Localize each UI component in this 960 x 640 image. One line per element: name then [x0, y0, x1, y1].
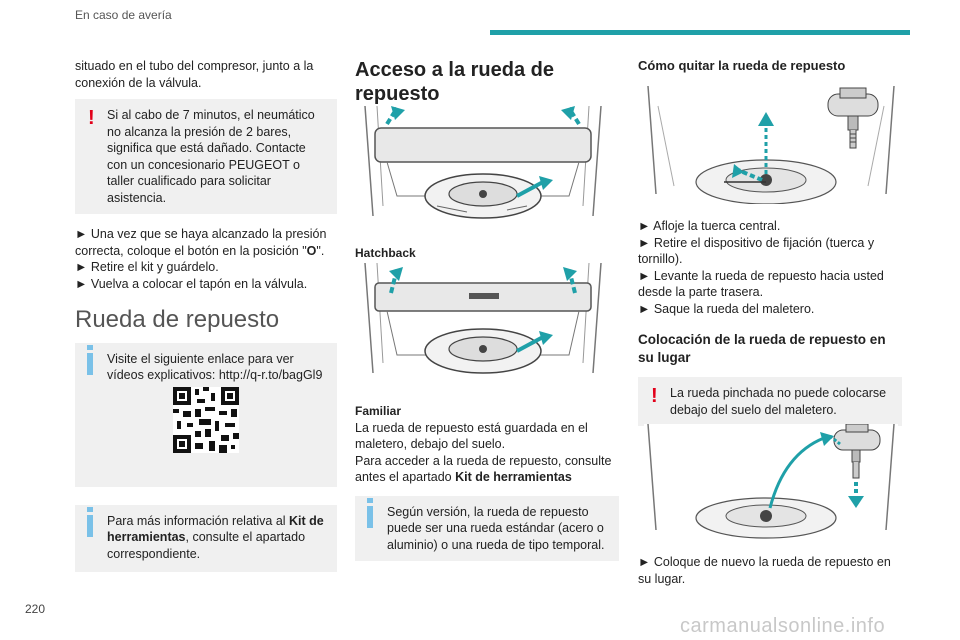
warning-box-placement: ! La rueda pinchada no puede colocarse d… — [638, 377, 902, 426]
step-position-text: ► Una vez que se haya alcanzado la presi… — [75, 227, 327, 258]
step-position-bold: O — [306, 243, 317, 258]
spare-wheel-place-illustration — [644, 424, 898, 540]
info-video-text: Visite el siguiente enlace para ver víde… — [107, 351, 323, 383]
section-title-spare-wheel: Rueda de repuesto — [75, 306, 280, 333]
column-2-lower: Familiar La rueda de repuesto está guard… — [355, 403, 619, 561]
info-icon — [87, 506, 93, 537]
warning-placement-text: La rueda pinchada no puede colocarse deb… — [670, 386, 887, 417]
trunk-illustration-familiar — [357, 263, 609, 385]
place-title: Colocación de la rueda de repuesto en su… — [638, 332, 886, 365]
step-position-end: ". — [316, 243, 325, 258]
remove-step-4: ► Saque la rueda del maletero. — [638, 301, 815, 316]
watermark: carmanualsonline.info — [680, 615, 886, 637]
intro-text: situado en el tubo del compresor, junto … — [75, 59, 314, 90]
info-tools-after: , consulte el apartado correspondiente. — [107, 530, 306, 561]
info-box-version: Según versión, la rueda de repuesto pued… — [355, 495, 619, 561]
remove-title: Cómo quitar la rueda de repuesto — [638, 58, 846, 73]
info-tools-before: Para más información relativa al — [107, 513, 290, 528]
familiar-text-2: Para acceder a la rueda de repuesto, con… — [355, 453, 619, 486]
caption-hatchback-wrap: Hatchback — [355, 245, 619, 262]
familiar-text: La rueda de repuesto está guardada en el… — [355, 420, 588, 452]
place-step-1: ► Coloque de nuevo la rueda de repuesto … — [638, 555, 891, 586]
info-version-text: Según versión, la rueda de repuesto pued… — [387, 504, 605, 552]
familiar-title: Familiar — [355, 404, 402, 418]
qr-code-icon — [173, 386, 239, 453]
remove-step-3: ► Levante la rueda de repuesto hacia ust… — [638, 268, 884, 300]
step-position: ► Una vez que se haya alcanzado la presi… — [75, 226, 337, 259]
spare-wheel-remove-illustration — [644, 86, 898, 204]
remove-step-1: ► Afloje la tuerca central. — [638, 219, 781, 233]
remove-step-2: ► Retire el dispositivo de fijación (tue… — [638, 235, 875, 267]
warning-icon: ! — [651, 385, 658, 407]
caption-hatchback: Hatchback — [355, 246, 416, 260]
info-tools-text: Para más información relativa al Kit de … — [107, 513, 327, 563]
page-number: 220 — [25, 602, 46, 616]
column-3-steps: ► Afloje la tuerca central. ► Retire el … — [638, 218, 902, 426]
step-remove-kit: ► Retire el kit y guárdelo. — [75, 260, 219, 274]
step-replace-cap: ► Vuelva a colocar el tapón en la válvul… — [75, 276, 308, 291]
warning-text: Si al cabo de 7 minutos, el neumático no… — [107, 108, 315, 205]
column-3: Cómo quitar la rueda de repuesto — [638, 58, 902, 75]
column-1: situado en el tubo del compresor, junto … — [75, 58, 337, 572]
trunk-illustration-hatchback — [357, 106, 609, 228]
column-3-final: ► Coloque de nuevo la rueda de repuesto … — [638, 554, 902, 587]
info-icon — [367, 497, 373, 528]
section-header-title: En caso de avería — [75, 8, 172, 22]
warning-icon: ! — [88, 107, 95, 129]
header-accent-bar — [490, 30, 910, 35]
familiar-text-2-before: Para acceder a la rueda de repuesto, con… — [355, 453, 612, 485]
section-title-access: Acceso a la rueda de repuesto — [355, 59, 554, 105]
familiar-text-2-bold: Kit de herramientas — [455, 470, 572, 484]
column-2: Acceso a la rueda de repuesto — [355, 58, 619, 106]
info-icon — [87, 344, 93, 375]
info-box-video: Visite el siguiente enlace para ver víde… — [75, 342, 337, 487]
info-box-tools: Para más información relativa al Kit de … — [75, 504, 337, 572]
info-tools-bold: Kit de herramientas — [107, 513, 324, 545]
warning-box-pressure: ! Si al cabo de 7 minutos, el neumático … — [75, 99, 337, 214]
